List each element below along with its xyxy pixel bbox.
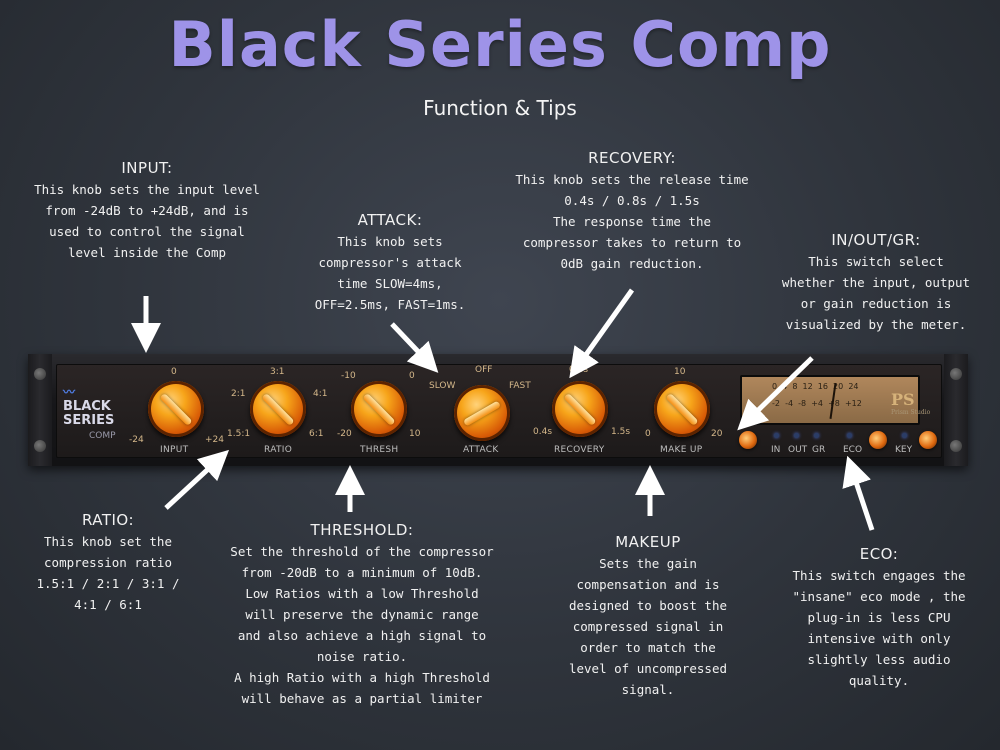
input-scale-right: +24 bbox=[205, 435, 224, 445]
page-title: Black Series Comp bbox=[168, 8, 832, 81]
gr-led bbox=[814, 433, 819, 438]
arrow-recovery bbox=[569, 288, 635, 379]
out-label: OUT bbox=[788, 445, 808, 455]
attack-scale-top: OFF bbox=[475, 365, 493, 375]
key-led bbox=[902, 433, 907, 438]
arrow-attack bbox=[390, 322, 439, 373]
meter-scale-bottom: -2 -4 -8 +4 +8 +12 bbox=[772, 399, 862, 408]
key-label: KEY bbox=[895, 445, 913, 455]
ratio-scale-ur: 4:1 bbox=[313, 389, 328, 399]
arrow-eco bbox=[842, 455, 875, 531]
rack-ear-right bbox=[944, 354, 968, 466]
note-recovery: RECOVERY: This knob sets the release tim… bbox=[515, 149, 749, 271]
recovery-knob[interactable] bbox=[552, 381, 608, 437]
note-threshold: THRESHOLD: Set the threshold of the comp… bbox=[230, 521, 494, 706]
note-in-out-gr: IN/OUT/GR: This switch select whether th… bbox=[781, 231, 971, 332]
ratio-scale-right: 6:1 bbox=[309, 429, 324, 439]
input-scale-top: 0 bbox=[171, 367, 177, 377]
recovery-scale-left: 0.4s bbox=[533, 427, 553, 437]
in-label: IN bbox=[771, 445, 781, 455]
makeup-scale-right: 20 bbox=[711, 429, 723, 439]
screw-icon bbox=[34, 368, 46, 380]
ratio-scale-ul: 2:1 bbox=[231, 389, 246, 399]
brand-logo: PS Prism Studio bbox=[891, 390, 931, 416]
attack-scale-left: SLOW bbox=[429, 381, 456, 391]
recovery-scale-right: 1.5s bbox=[611, 427, 631, 437]
bird-logo-icon: 〰 bbox=[63, 385, 76, 399]
product-logo: 〰 BLACK SERIES COMP bbox=[63, 385, 116, 441]
in-out-gr-switch[interactable] bbox=[739, 431, 757, 449]
ratio-scale-top: 3:1 bbox=[270, 367, 285, 377]
ratio-knob[interactable] bbox=[250, 381, 306, 437]
arrow-in-out-gr bbox=[737, 356, 814, 431]
gr-label: GR bbox=[812, 445, 826, 455]
ratio-scale-left: 1.5:1 bbox=[227, 429, 251, 439]
thresh-scale-left: -20 bbox=[337, 429, 352, 439]
makeup-knob-label: MAKE UP bbox=[660, 445, 703, 455]
input-knob[interactable] bbox=[148, 381, 204, 437]
note-ratio: RATIO: This knob set the compression rat… bbox=[36, 511, 180, 612]
note-eco: ECO: This switch engages the "insane" ec… bbox=[792, 545, 966, 688]
note-input: INPUT: This knob sets the input level fr… bbox=[34, 159, 260, 260]
arrow-ratio bbox=[164, 449, 230, 510]
attack-knob[interactable] bbox=[454, 385, 510, 441]
ratio-knob-label: RATIO bbox=[264, 445, 293, 455]
thresh-scale-right: 10 bbox=[409, 429, 421, 439]
attack-knob-label: ATTACK bbox=[463, 445, 499, 455]
note-attack: ATTACK: This knob sets compressor's atta… bbox=[314, 211, 466, 312]
screw-icon bbox=[950, 368, 962, 380]
eco-switch[interactable] bbox=[869, 431, 887, 449]
attack-scale-right: FAST bbox=[509, 381, 531, 391]
makeup-scale-left: 0 bbox=[645, 429, 651, 439]
screw-icon bbox=[34, 440, 46, 452]
eco-label: ECO bbox=[843, 445, 863, 455]
screw-icon bbox=[950, 440, 962, 452]
out-led bbox=[794, 433, 799, 438]
threshold-knob[interactable] bbox=[351, 381, 407, 437]
key-switch[interactable] bbox=[919, 431, 937, 449]
thresh-scale-ur: 0 bbox=[409, 371, 415, 381]
recovery-knob-label: RECOVERY bbox=[554, 445, 605, 455]
page-subtitle: Function & Tips bbox=[423, 96, 577, 120]
makeup-scale-top: 10 bbox=[674, 367, 686, 377]
thresh-scale-ul: -10 bbox=[341, 371, 356, 381]
thresh-knob-label: THRESH bbox=[360, 445, 399, 455]
rack-ear-left bbox=[28, 354, 52, 466]
in-led bbox=[774, 433, 779, 438]
note-makeup: MAKEUP Sets the gain compensation and is… bbox=[568, 533, 728, 697]
makeup-knob[interactable] bbox=[654, 381, 710, 437]
input-knob-label: INPUT bbox=[160, 445, 189, 455]
eco-led bbox=[847, 433, 852, 438]
input-scale-left: -24 bbox=[129, 435, 144, 445]
